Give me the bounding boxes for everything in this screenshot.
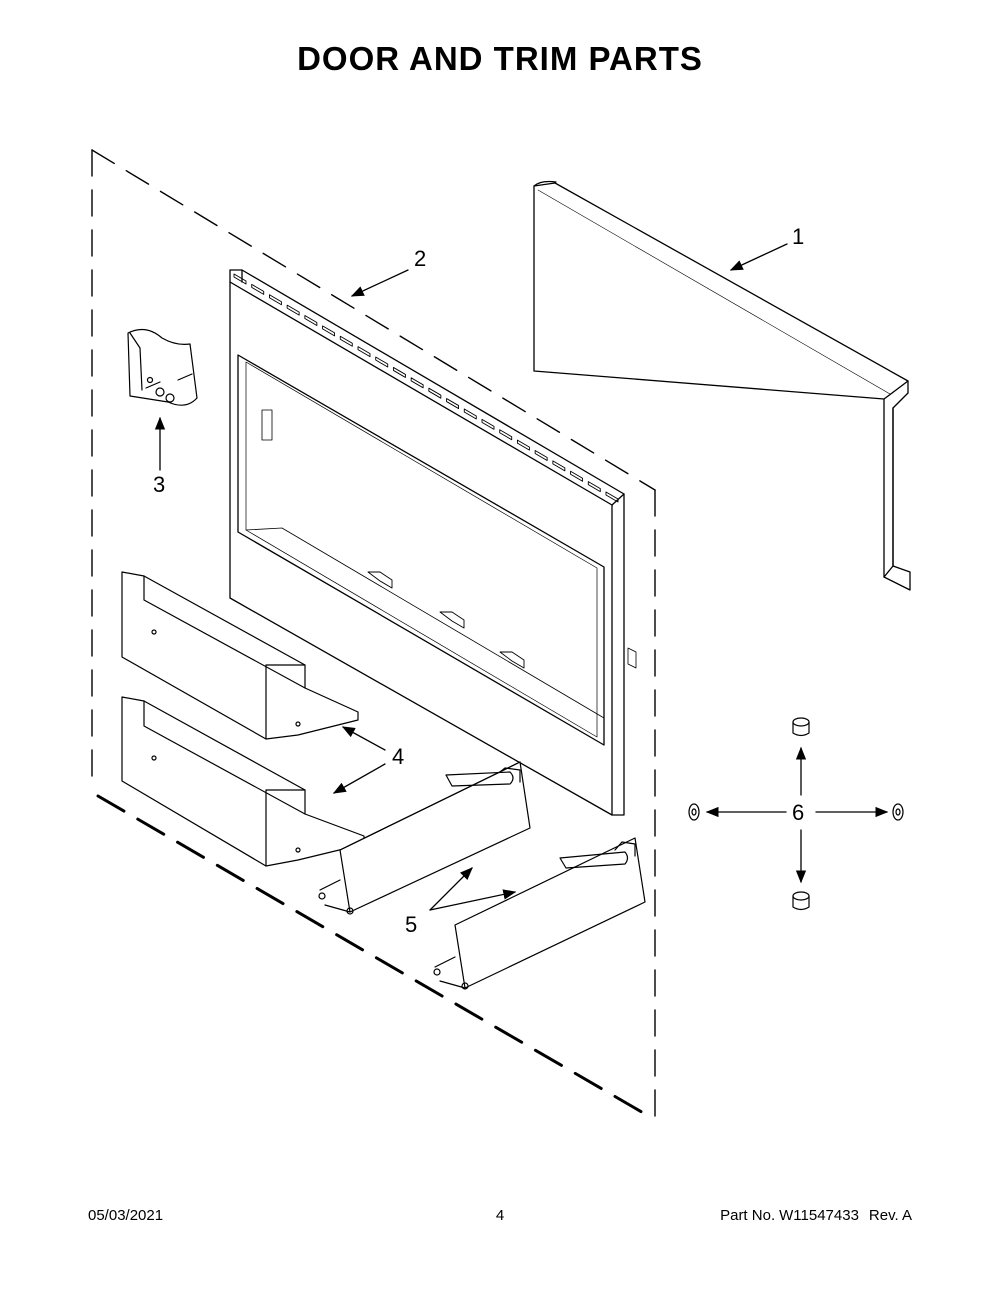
callout-2: 2 [414, 246, 426, 271]
vent-slot [587, 481, 601, 493]
revision: Rev. A [868, 1207, 912, 1224]
leader-arrows [154, 243, 889, 911]
part-5-hinge-rails [318, 761, 646, 990]
callout-4: 4 [392, 744, 404, 769]
callout-1: 1 [792, 224, 804, 249]
page-title: DOOR AND TRIM PARTS [297, 40, 703, 77]
vent-slot [286, 304, 300, 316]
footer-page-number: 4 [495, 1207, 505, 1224]
vent-slot [392, 366, 406, 378]
vent-slot [570, 470, 584, 482]
vent-slot [516, 439, 530, 451]
vent-slot [605, 491, 619, 503]
vent-slot [233, 273, 247, 285]
part-6-bumpers [688, 717, 904, 911]
part-label: Part No. [720, 1207, 776, 1224]
footer-part-info: Part No.W11547433 Rev. A [716, 1207, 912, 1224]
part-4-brackets [121, 571, 365, 867]
part-number: W11547433 [779, 1207, 859, 1224]
callout-3: 3 [153, 472, 165, 497]
vent-slot [463, 408, 477, 420]
part-2-door-frame [229, 269, 637, 816]
vent-slot [304, 315, 318, 326]
footer-date: 05/03/2021 [88, 1207, 164, 1224]
frame-vent-slots [233, 273, 619, 503]
vent-slot [499, 429, 513, 441]
vent-slot [357, 346, 371, 358]
vent-slot [410, 377, 424, 389]
vent-slot [251, 283, 265, 295]
callout-6: 6 [792, 800, 804, 825]
vent-slot [481, 418, 495, 430]
vent-slot [339, 335, 353, 347]
callout-5: 5 [405, 912, 417, 937]
dashed-boundary [91, 149, 656, 1120]
vent-slot [446, 398, 460, 410]
vent-slot [552, 460, 566, 472]
vent-slot [428, 387, 442, 399]
vent-slot [322, 325, 336, 337]
part-1-trim-panel [533, 180, 911, 591]
vent-slot [534, 450, 548, 461]
part-3-hardware-bag [127, 328, 198, 406]
vent-slot [375, 356, 389, 368]
callout-labels: 1 2 3 4 5 6 [153, 224, 804, 937]
vent-slot [268, 294, 282, 306]
